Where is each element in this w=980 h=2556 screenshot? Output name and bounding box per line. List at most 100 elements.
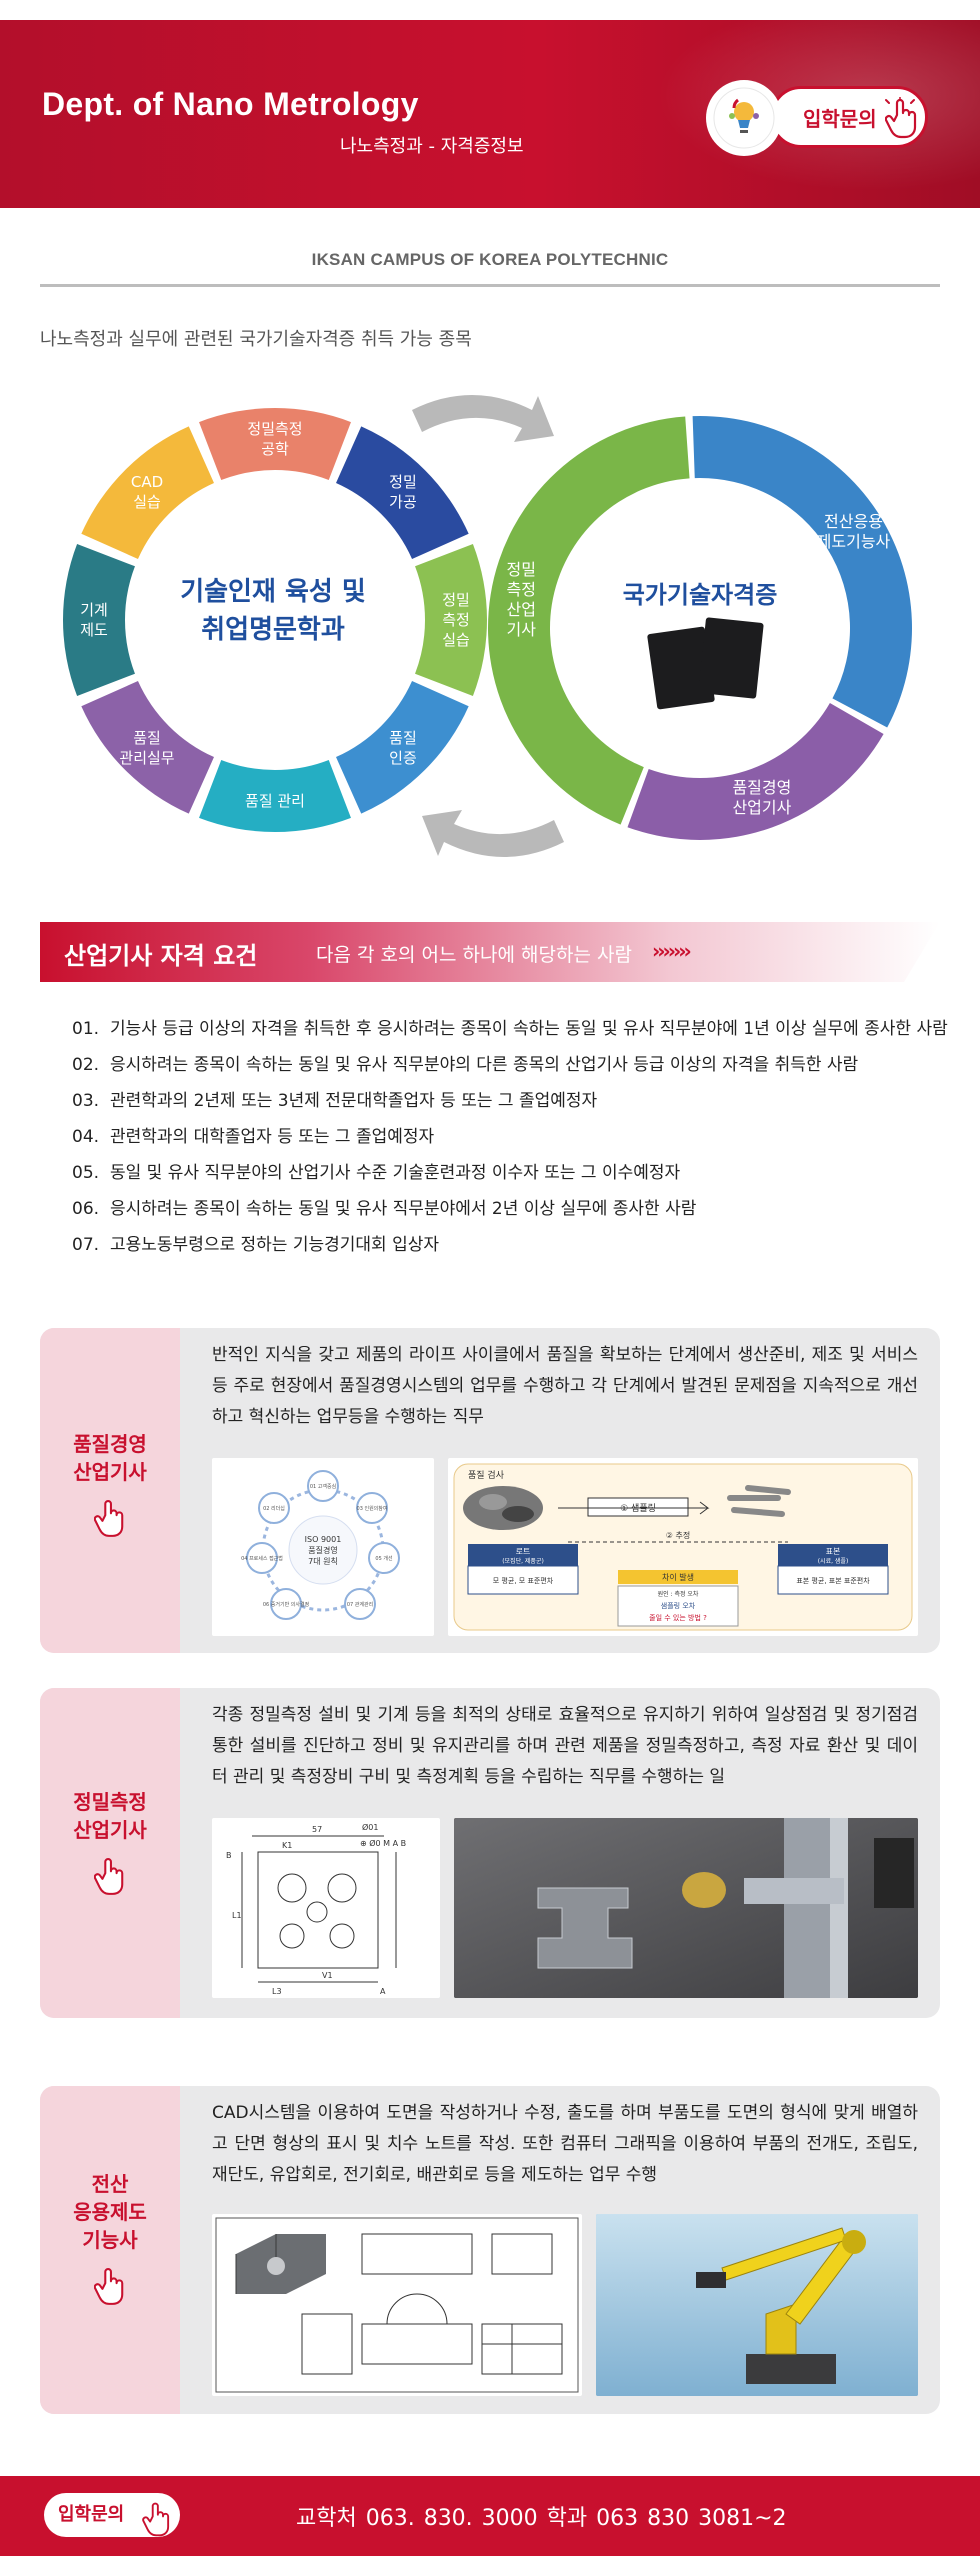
dim-v1: V1	[322, 1971, 333, 1980]
iso-item: 04 프로세스 접근법	[241, 1555, 283, 1562]
campus-heading: IKSAN CAMPUS OF KOREA POLYTECHNIC	[311, 250, 669, 269]
pointer-hand-icon	[94, 2268, 124, 2305]
card-title: 품질경영 산업기사	[40, 1430, 180, 1486]
cycle-arrow-icon	[422, 810, 564, 857]
pointer-hand-icon	[94, 1500, 124, 1537]
cycle-segment-label: 정밀 가공	[389, 473, 417, 511]
cycle-segment-label: 정밀 측정 실습	[442, 591, 470, 649]
dept-subtitle: 나노측정과 - 자격증정보	[340, 136, 524, 157]
admission-inquiry-button[interactable]: 입학문의	[770, 86, 928, 148]
cycle-segment	[415, 544, 487, 696]
cycle-segment	[487, 416, 690, 825]
card-title-line: 기능사	[82, 2228, 138, 2252]
cycle-right-center: 국가기술자격증	[622, 581, 778, 609]
footer-admission-label: 입학문의	[58, 2504, 125, 2525]
cycle-segment	[81, 681, 214, 814]
cycle-segment-label: 전산응용 제도기능사	[816, 512, 891, 552]
footer-bar: 입학문의 교학처 063. 830. 3000 학과 063 830 3081~…	[0, 2476, 980, 2556]
inference-label: ② 추정	[666, 1530, 690, 1540]
measurement-photo	[454, 1818, 918, 1998]
dim-l3: L3	[272, 1987, 282, 1996]
item-text: 관련학과의 대학졸업자 등 또는 그 졸업예정자	[110, 1127, 435, 1147]
cycle-segment	[199, 408, 351, 480]
lot-label: 로트	[516, 1547, 531, 1556]
banner-background	[40, 922, 940, 982]
cycle-segment	[81, 426, 214, 559]
item-number: 01.	[72, 1019, 100, 1039]
card-side-panel	[40, 2086, 180, 2414]
cad-drawing-image	[212, 2214, 582, 2396]
iso-item: 01 고객중심	[310, 1483, 336, 1490]
dim-hole: Ø01	[362, 1822, 378, 1832]
dim-frame: ⊕ Ø0 M A B	[360, 1838, 406, 1848]
cycle-arrow-icon	[412, 395, 554, 442]
card-title-line: 전산	[91, 2172, 129, 2196]
certificate-book-icon	[698, 617, 764, 699]
question-label: 줄일 수 있는 방법 ?	[649, 1613, 707, 1622]
card-title-line: 산업기사	[73, 1460, 147, 1484]
qualification-banner: 산업기사 자격 요건 다음 각 호의 어느 하나에 해당하는 사람 ››››››…	[40, 922, 940, 982]
cycle-segment	[336, 426, 469, 559]
cycle-left-center: 기술인재 육성 및 취업명문학과	[158, 573, 388, 649]
list-item: 05.동일 및 유사 직무분야의 산업기사 수준 기술훈련과정 이수자 또는 그…	[72, 1160, 952, 1186]
qualification-title: 산업기사 자격 요건	[64, 942, 258, 970]
robot-arm-illustration	[596, 2214, 918, 2396]
card-precision-measurement: 정밀측정 산업기사 각종 정밀측정 설비 및 기계 등을 최적의 상태로 효율적…	[40, 1688, 940, 2018]
dim-k1: K1	[282, 1841, 292, 1850]
lightbulb-logo-icon	[713, 87, 775, 149]
iso-item: 02 리더십	[263, 1505, 285, 1512]
cycle-segment	[62, 544, 135, 696]
card-title-line: 응용제도	[73, 2200, 147, 2224]
error-label: 샘플링 오차	[661, 1601, 696, 1610]
cycle-segment-label: 정밀측정 공학	[247, 420, 303, 458]
center-line-1: 기술인재 육성 및	[180, 577, 366, 607]
item-text: 관련학과의 2년제 또는 3년제 전문대학졸업자 등 또는 그 졸업예정자	[110, 1091, 598, 1111]
cycle-segment-label: 품질 관리	[245, 792, 305, 810]
pointer-hand-icon	[885, 97, 917, 139]
cycle-segment-label: 품질경영 산업기사	[732, 778, 792, 818]
item-number: 07.	[72, 1235, 100, 1255]
cycle-segment-label: CAD 실습	[130, 473, 164, 511]
card-cad-drafting: 전산 응용제도 기능사 CAD시스템을 이용하여 도면을 작성하거나 수정, 출…	[40, 2086, 940, 2414]
item-number: 02.	[72, 1055, 100, 1075]
cycle-segment-label: 기계 제도	[80, 601, 108, 639]
iso-principles-image: ISO 9001 품질경영 7대 원칙 01 고객중심 02 리더십 03 인원…	[212, 1458, 434, 1636]
college-logo	[706, 80, 782, 156]
cycle-segment-label: 품질 인증	[389, 728, 417, 767]
sample-sub: (시료, 샘플)	[818, 1557, 849, 1565]
card-quality-management: 품질경영 산업기사 반적인 지식을 갖고 제품의 라이프 사이클에서 품질을 확…	[40, 1328, 940, 1653]
list-item: 03.관련학과의 2년제 또는 3년제 전문대학졸업자 등 또는 그 졸업예정자	[72, 1088, 952, 1114]
dept-title: Dept. of Nano Metrology	[42, 86, 419, 122]
inspection-title: 품질 검사	[468, 1469, 505, 1481]
card-side-panel	[40, 1688, 180, 2018]
list-item: 04.관련학과의 대학졸업자 등 또는 그 졸업예정자	[72, 1124, 952, 1150]
card-title: 전산 응용제도 기능사	[40, 2170, 180, 2254]
measurement-equipment-illustration	[454, 1818, 918, 1998]
iso-item: 06 증거기반 의사결정	[263, 1601, 309, 1608]
dim-a: A	[380, 1987, 386, 1996]
part-drawing: 57 K1 Ø01 ⊕ Ø0 M A B B A L1 V1 L3	[226, 1822, 406, 1996]
admission-inquiry-label: 입학문의	[803, 106, 877, 131]
item-number: 06.	[72, 1199, 100, 1219]
list-item: 02.응시하려는 종목이 속하는 동일 및 유사 직무분야의 다른 종목의 산업…	[72, 1052, 952, 1078]
iso-item: 03 인원의참여	[357, 1505, 388, 1512]
cycle-segment-label: 정밀 측정 산업 기사	[506, 559, 536, 639]
card-description: 각종 정밀측정 설비 및 기계 등을 최적의 상태로 효율적으로 유지하기 위하…	[212, 1705, 918, 1787]
cycle-segment	[199, 760, 351, 832]
dim-top: 57	[312, 1825, 322, 1834]
list-item: 01.기능사 등급 이상의 자격을 취득한 후 응시하려는 종목이 속하는 동일…	[72, 1016, 952, 1042]
footer-admission-button[interactable]: 입학문의	[44, 2493, 180, 2537]
dim-b: B	[226, 1851, 232, 1860]
item-text: 동일 및 유사 직무분야의 산업기사 수준 기술훈련과정 이수자 또는 그 이수…	[110, 1163, 681, 1183]
lot-values: 모 평균, 모 표준편차	[493, 1576, 554, 1585]
card-title-line: 산업기사	[73, 1818, 147, 1842]
card-description: CAD시스템을 이용하여 도면을 작성하거나 수정, 출도를 하며 부품도를 도…	[212, 2103, 918, 2185]
cad-drawing	[215, 2217, 579, 2393]
card-title-line: 품질경영	[73, 1432, 147, 1456]
contact-info: 교학처 063. 830. 3000 학과 063 830 3081~2	[296, 2506, 787, 2531]
intro-text: 나노측정과 실무에 관련된 국가기술자격증 취득 가능 종목	[40, 329, 472, 350]
iso-center-line-1: ISO 9001	[305, 1535, 342, 1544]
sample-label: 표본	[826, 1547, 841, 1556]
cause-label: 원인 : 측정 오차	[658, 1590, 699, 1598]
